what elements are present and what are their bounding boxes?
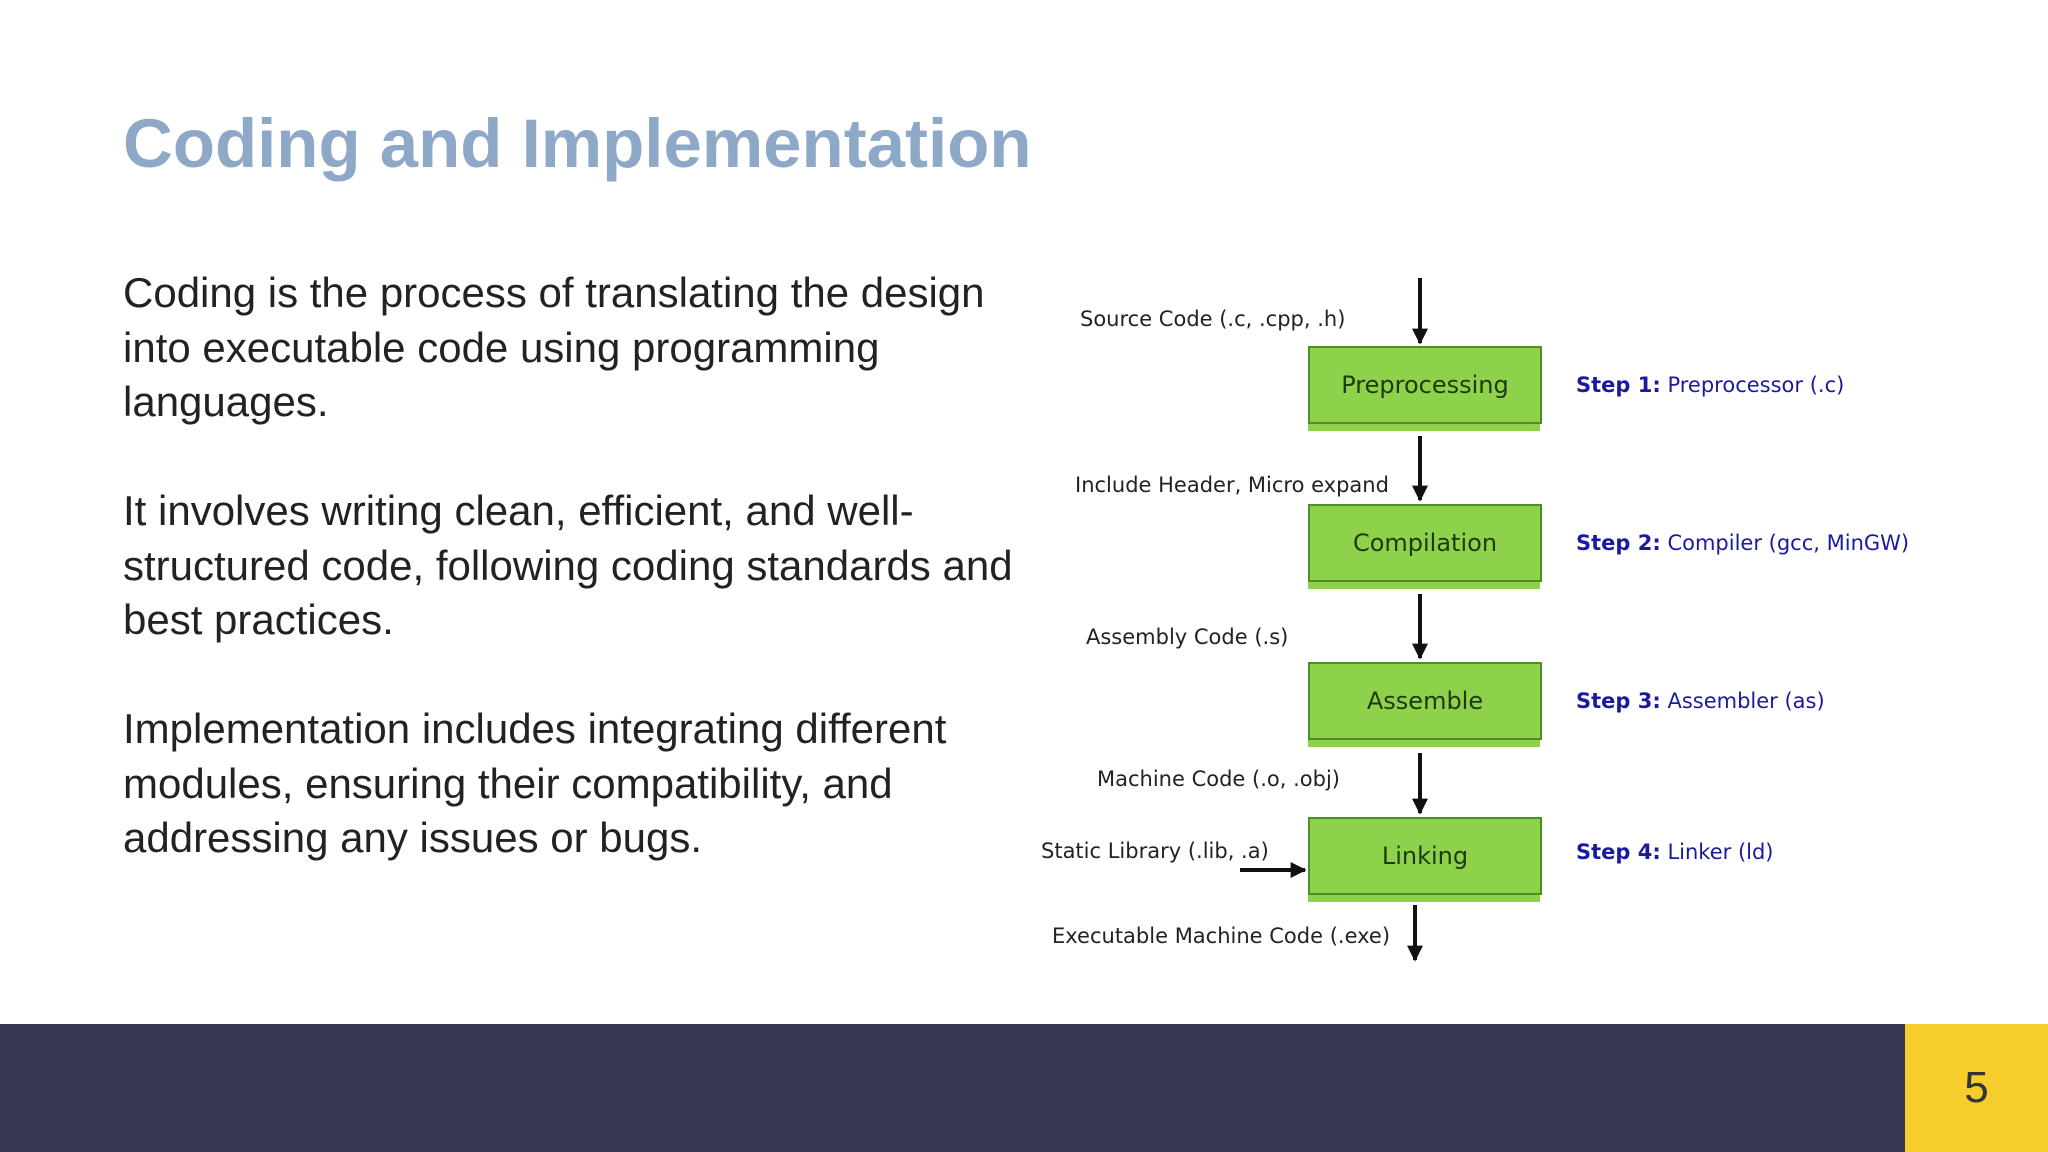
box-preprocessing: Preprocessing bbox=[1308, 346, 1542, 431]
page-number: 5 bbox=[1964, 1063, 1989, 1112]
step-3-description: Assembler (as) bbox=[1667, 689, 1824, 713]
box-assemble: Assemble bbox=[1308, 662, 1542, 747]
box-label-assemble: Assemble bbox=[1367, 687, 1483, 715]
paragraph-clean-code: It involves writing clean, efficient, an… bbox=[123, 487, 1013, 643]
paragraph-implementation: Implementation includes integrating diff… bbox=[123, 705, 947, 861]
step-2-number: Step 2: bbox=[1576, 531, 1661, 555]
step-2-text: Step 2: Compiler (gcc, MinGW) bbox=[1576, 531, 1909, 555]
compilation-flow-diagram: Preprocessing Compilation Assemble Linki… bbox=[1041, 278, 1909, 962]
box-label-compilation: Compilation bbox=[1353, 529, 1497, 557]
box-linking: Linking bbox=[1308, 817, 1542, 902]
paragraph-coding: Coding is the process of translating the… bbox=[123, 269, 985, 425]
step-4-description: Linker (ld) bbox=[1667, 840, 1773, 864]
step-4-number: Step 4: bbox=[1576, 840, 1661, 864]
step-1-text: Step 1: Preprocessor (.c) bbox=[1576, 373, 1844, 397]
step-1-description: Preprocessor (.c) bbox=[1667, 373, 1844, 397]
box-label-linking: Linking bbox=[1382, 842, 1468, 870]
step-2-description: Compiler (gcc, MinGW) bbox=[1667, 531, 1909, 555]
footer-bar bbox=[0, 1024, 1905, 1152]
step-3-text: Step 3: Assembler (as) bbox=[1576, 689, 1825, 713]
flow-label-include-header: Include Header, Micro expand bbox=[1075, 473, 1389, 497]
flow-label-assembly-code: Assembly Code (.s) bbox=[1086, 625, 1288, 649]
step-4-text: Step 4: Linker (ld) bbox=[1576, 840, 1774, 864]
step-3-number: Step 3: bbox=[1576, 689, 1661, 713]
body-text: Coding is the process of translating the… bbox=[123, 266, 1013, 866]
slide-title: Coding and Implementation bbox=[123, 105, 1032, 182]
flow-label-executable: Executable Machine Code (.exe) bbox=[1052, 924, 1390, 948]
flow-label-machine-code: Machine Code (.o, .obj) bbox=[1097, 767, 1340, 791]
flow-label-static-library: Static Library (.lib, .a) bbox=[1041, 839, 1269, 863]
box-label-preprocessing: Preprocessing bbox=[1341, 371, 1509, 399]
flow-label-source-code: Source Code (.c, .cpp, .h) bbox=[1080, 307, 1345, 331]
page-number-badge: 5 bbox=[1905, 1024, 2048, 1152]
step-1-number: Step 1: bbox=[1576, 373, 1661, 397]
box-compilation: Compilation bbox=[1308, 504, 1542, 589]
